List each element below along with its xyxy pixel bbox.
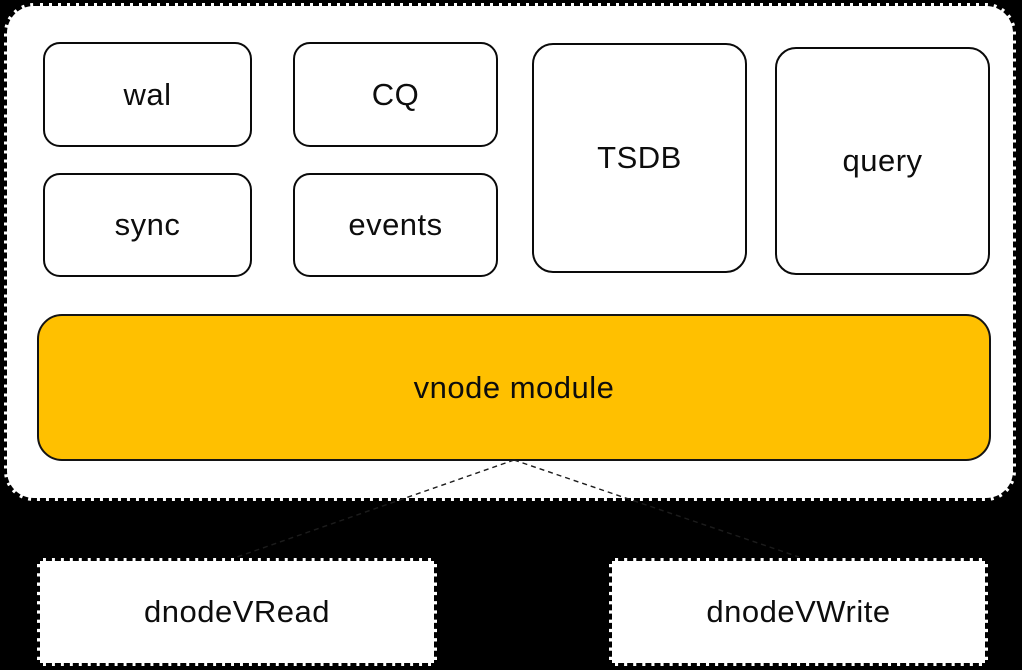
dnodevread-label: dnodeVRead: [144, 594, 330, 629]
module-label-sync: sync: [114, 207, 181, 242]
module-box-events: events: [293, 173, 498, 277]
dnodevwrite-box: dnodeVWrite: [609, 558, 988, 666]
module-box-wal: wal: [43, 42, 252, 147]
module-label-cq: CQ: [371, 76, 420, 112]
module-box-sync: sync: [43, 173, 252, 277]
module-label-wal: wal: [123, 76, 172, 112]
module-label-tsdb: TSDB: [597, 140, 682, 175]
module-box-cq: CQ: [293, 42, 498, 147]
vnode-module-label: vnode module: [413, 369, 615, 405]
module-box-query: query: [775, 47, 990, 275]
dnodevread-box: dnodeVRead: [37, 558, 437, 666]
vnode-module-box: vnode module: [37, 314, 991, 461]
module-label-events: events: [348, 207, 443, 242]
dnodevwrite-label: dnodeVWrite: [706, 594, 891, 629]
module-box-tsdb: TSDB: [532, 43, 747, 273]
module-label-query: query: [842, 143, 923, 178]
